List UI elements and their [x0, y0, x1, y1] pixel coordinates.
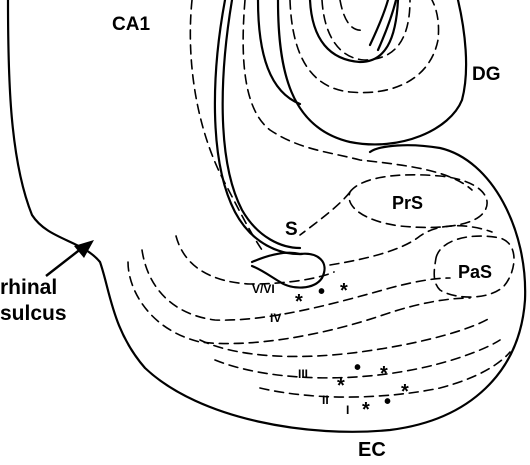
label-layer-v-vi: V/VI [252, 282, 275, 296]
label-pas: PaS [458, 262, 492, 282]
label-s: S [285, 219, 298, 240]
label-dg: DG [472, 64, 501, 85]
label-layer-iv: IV [270, 311, 281, 325]
dot-marker: • [384, 391, 391, 413]
rhinal-sulcus-arrow [46, 240, 94, 276]
asterisk-marker: * [340, 280, 348, 302]
label-prs: PrS [392, 193, 423, 213]
dg-hook-right [378, 0, 396, 50]
dg-granule-dashed-mid [340, 0, 364, 30]
label-sulcus: sulcus [0, 302, 67, 325]
label-ec: EC [358, 439, 386, 461]
asterisk-marker: * [380, 363, 388, 385]
asterisk-marker: * [295, 291, 303, 313]
label-rhinal: rhinal [0, 276, 57, 299]
dot-marker: • [318, 281, 325, 303]
asterisk-marker: * [337, 375, 345, 397]
subiculum-dashed [243, 0, 472, 190]
dot-marker: • [354, 357, 361, 379]
asterisk-marker: * [401, 381, 409, 403]
label-layer-i: I [346, 403, 349, 417]
ec-layer-boundary-4 [200, 318, 490, 356]
subiculum-prs-boundary [300, 192, 350, 235]
label-layer-ii: II [322, 393, 329, 407]
dg-hook-left [370, 0, 388, 45]
prs-pas-boundary [330, 226, 492, 265]
label-layer-iii: III [298, 367, 308, 381]
label-ca1: CA1 [112, 14, 150, 35]
ca1-band-line-outer [215, 0, 302, 254]
asterisk-marker: * [362, 399, 370, 421]
dg-outer-outline [278, 0, 466, 144]
